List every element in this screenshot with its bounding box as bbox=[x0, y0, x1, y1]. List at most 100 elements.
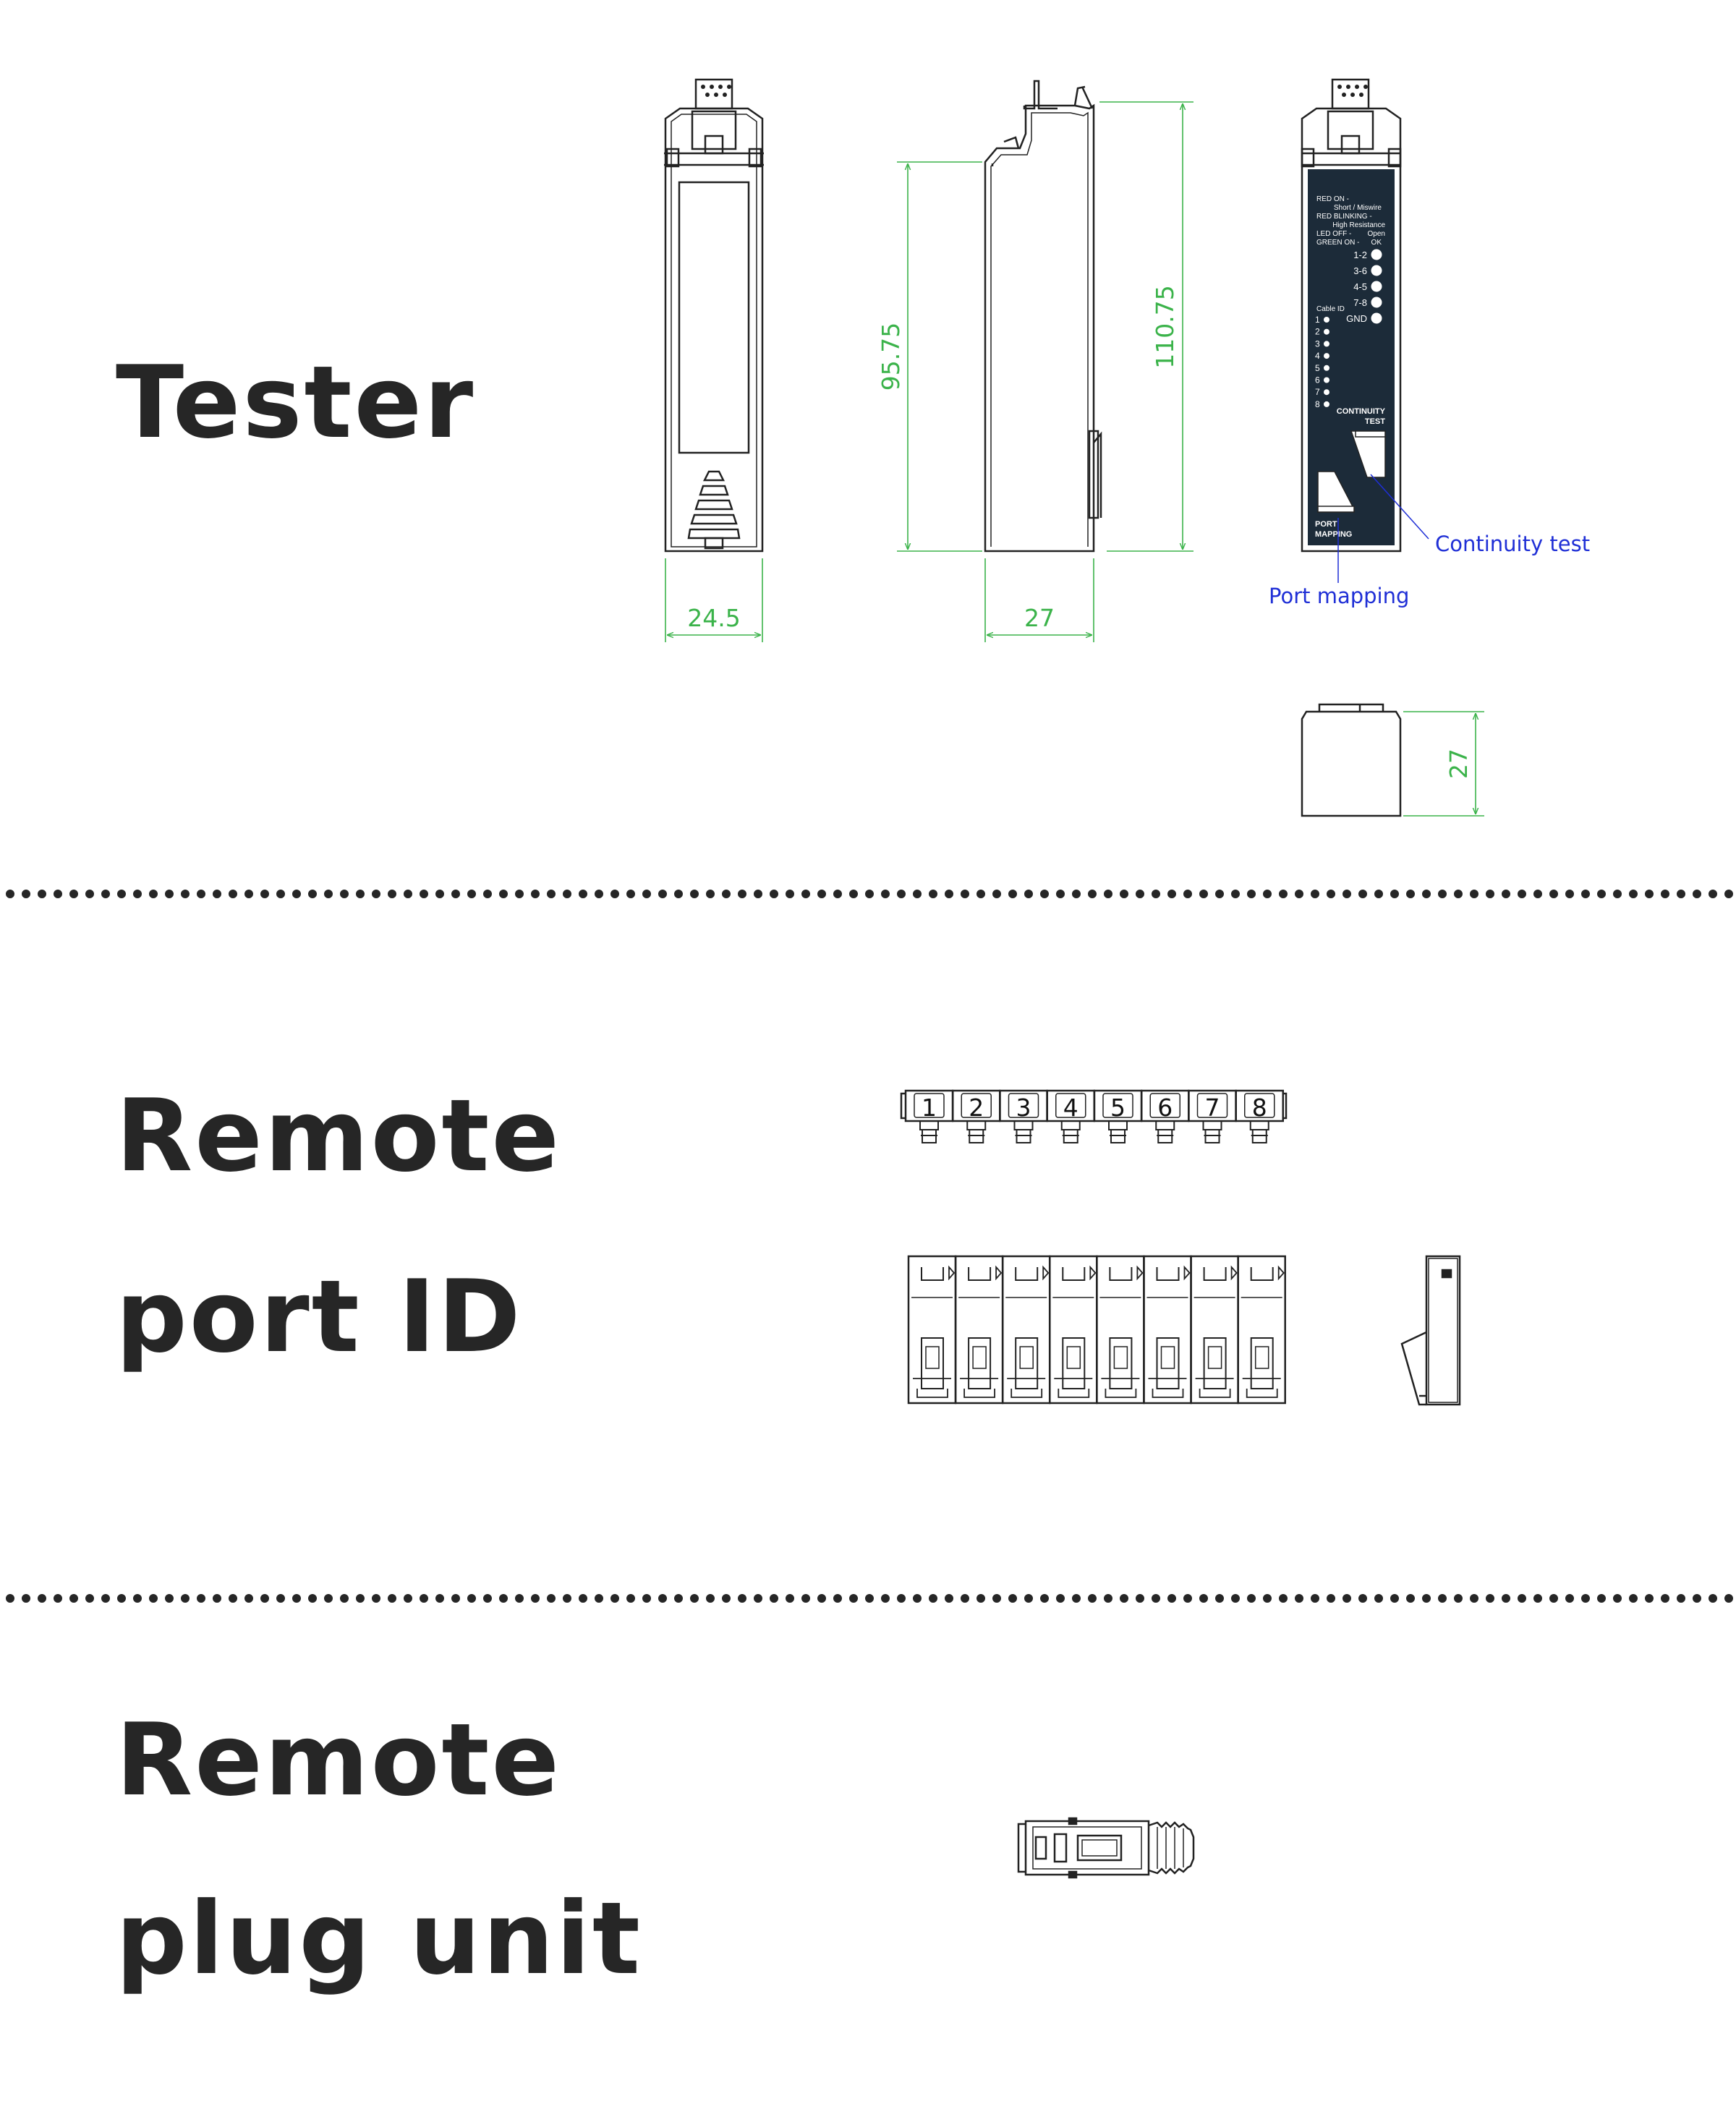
cable-id-led-2: 2 bbox=[1315, 327, 1329, 337]
pair-led-label: 1-2 bbox=[1353, 250, 1367, 260]
pair-led-1-2: 1-2 bbox=[1353, 249, 1382, 260]
led-indicator bbox=[1371, 249, 1382, 260]
cable-id-led-7: 7 bbox=[1315, 387, 1329, 397]
dim-total-height: 110.75 bbox=[1151, 285, 1179, 368]
remote-unit-top-4: 4 bbox=[1046, 1089, 1095, 1143]
cable-id-number: 2 bbox=[1315, 327, 1320, 337]
remote-unit-front-7 bbox=[1190, 1255, 1239, 1405]
cable-id-number: 4 bbox=[1315, 351, 1320, 361]
dim-side-depth: 27 bbox=[1024, 604, 1055, 632]
tester-front-view bbox=[664, 78, 764, 553]
led-indicator bbox=[1324, 353, 1329, 359]
tester-title: Tester bbox=[116, 344, 476, 461]
remote-plug-unit-title-line2: plug unit bbox=[116, 1880, 642, 1997]
remote-port-id-title-line2: port ID bbox=[116, 1258, 523, 1375]
remote-unit-top-1: 1 bbox=[904, 1089, 954, 1143]
legend-line: Open bbox=[1368, 230, 1385, 238]
led-indicator bbox=[1324, 377, 1329, 383]
port-number: 7 bbox=[1205, 1094, 1220, 1122]
pair-led-label: GND bbox=[1346, 313, 1367, 324]
remote-unit-front-5 bbox=[1096, 1255, 1145, 1405]
port-mapping-callout: Port mapping bbox=[1269, 584, 1409, 608]
led-indicator bbox=[1371, 297, 1382, 308]
port-number: 6 bbox=[1157, 1094, 1173, 1122]
legend-line: Short / Miswire bbox=[1334, 204, 1382, 212]
remote-port-id-side-view bbox=[1400, 1255, 1461, 1406]
led-indicator bbox=[1371, 265, 1382, 276]
cable-id-led-8: 8 bbox=[1315, 399, 1329, 409]
legend-line: RED ON - bbox=[1316, 195, 1349, 203]
remote-plug-unit-title-line1: Remote bbox=[116, 1702, 562, 1818]
remote-plug-unit-drawing bbox=[1017, 1817, 1195, 1879]
pair-led-4-5: 4-5 bbox=[1353, 281, 1382, 292]
remote-unit-top-7: 7 bbox=[1188, 1089, 1237, 1143]
legend-line: RED BLINKING - bbox=[1316, 213, 1372, 221]
dim-front-width: 24.5 bbox=[687, 604, 740, 632]
pair-led-gnd: GND bbox=[1346, 312, 1382, 324]
remote-unit-top-3: 3 bbox=[999, 1089, 1048, 1143]
remote-unit-front-1 bbox=[907, 1255, 957, 1405]
port-number: 4 bbox=[1063, 1094, 1078, 1122]
remote-unit-top-5: 5 bbox=[1093, 1089, 1143, 1143]
remote-unit-front-2 bbox=[954, 1255, 1004, 1405]
remote-unit-front-8 bbox=[1237, 1255, 1286, 1405]
cable-id-led-6: 6 bbox=[1315, 375, 1329, 385]
remote-unit-front-6 bbox=[1143, 1255, 1192, 1405]
remote-unit-top-6: 6 bbox=[1141, 1089, 1190, 1143]
remote-unit-front-3 bbox=[1001, 1255, 1051, 1405]
dim-top-depth: 27 bbox=[1444, 749, 1473, 779]
continuity-label-line2: TEST bbox=[1365, 417, 1385, 426]
led-indicator bbox=[1371, 312, 1382, 324]
port-number: 1 bbox=[922, 1094, 937, 1122]
cable-id-led-1: 1 bbox=[1315, 315, 1329, 325]
remote-unit-front-4 bbox=[1049, 1255, 1098, 1405]
cable-id-led-5: 5 bbox=[1315, 363, 1329, 373]
remote-port-id-front-view bbox=[907, 1255, 1286, 1405]
pair-led-label: 7-8 bbox=[1353, 297, 1367, 308]
cable-id-number: 1 bbox=[1315, 315, 1320, 325]
led-indicator bbox=[1324, 401, 1329, 407]
legend-line: OK bbox=[1371, 239, 1382, 247]
legend-line: High Resistance bbox=[1332, 221, 1385, 229]
tester-top-view bbox=[1301, 703, 1402, 817]
dim-side-body-height: 95.75 bbox=[877, 323, 905, 391]
cable-id-led-4: 4 bbox=[1315, 351, 1329, 361]
cable-id-number: 6 bbox=[1315, 375, 1320, 385]
led-indicator bbox=[1371, 281, 1382, 292]
port-number: 2 bbox=[969, 1094, 984, 1122]
tester-side-view bbox=[984, 80, 1102, 553]
port-number: 8 bbox=[1252, 1094, 1267, 1122]
pair-led-3-6: 3-6 bbox=[1353, 265, 1382, 276]
port-mapping-label-line1: PORT bbox=[1315, 520, 1337, 529]
continuity-test-callout: Continuity test bbox=[1435, 532, 1590, 556]
led-indicator bbox=[1324, 317, 1329, 323]
led-indicator bbox=[1324, 341, 1329, 347]
cable-id-number: 7 bbox=[1315, 387, 1320, 397]
legend-line: GREEN ON - bbox=[1316, 239, 1359, 247]
dimension-lines bbox=[665, 101, 1484, 817]
port-mapping-label-line2: MAPPING bbox=[1315, 530, 1352, 539]
led-indicator bbox=[1324, 365, 1329, 371]
legend-line: LED OFF - bbox=[1316, 230, 1351, 238]
pair-led-label: 3-6 bbox=[1353, 265, 1367, 276]
cable-id-number: 8 bbox=[1315, 399, 1320, 409]
continuity-label-line1: CONTINUITY bbox=[1337, 407, 1386, 416]
pair-led-7-8: 7-8 bbox=[1353, 297, 1382, 308]
remote-port-id-title-line1: Remote bbox=[116, 1078, 562, 1194]
cable-id-number: 5 bbox=[1315, 363, 1320, 373]
remote-unit-top-2: 2 bbox=[952, 1089, 1001, 1143]
cable-id-label: Cable ID bbox=[1316, 305, 1345, 313]
led-indicator bbox=[1324, 389, 1329, 396]
port-number: 5 bbox=[1110, 1094, 1126, 1122]
port-number: 3 bbox=[1016, 1094, 1031, 1122]
remote-unit-top-8: 8 bbox=[1235, 1089, 1284, 1143]
remote-port-id-top-view: 1 2 3 4 5 6 7 8 bbox=[900, 1089, 1288, 1143]
pair-led-label: 4-5 bbox=[1353, 281, 1367, 292]
cable-id-number: 3 bbox=[1315, 338, 1320, 349]
led-indicator bbox=[1324, 328, 1329, 335]
